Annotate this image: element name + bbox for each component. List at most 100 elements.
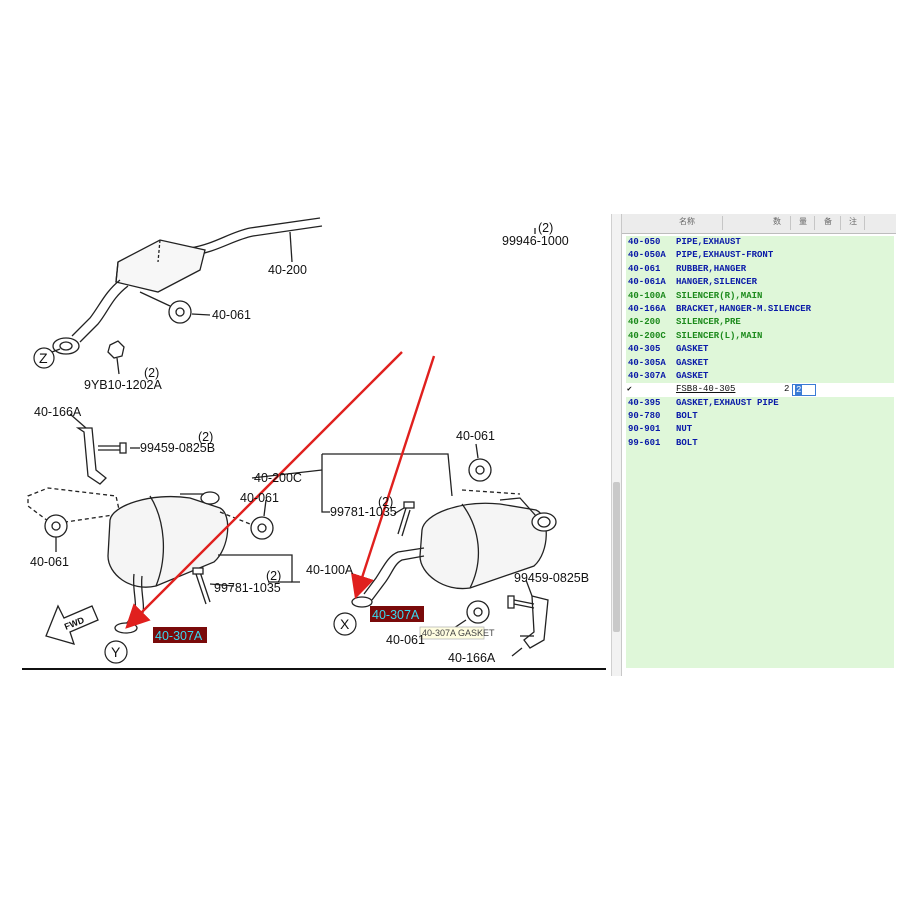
part-callout-40-307a-left[interactable]: 40-307A	[155, 629, 203, 643]
parts-list-panel: 名称 数 量 备 注 40-050 PIPE,EXHAUST 40-050A PIP…	[621, 214, 896, 676]
label-40-061-c[interactable]: 40-061	[240, 491, 279, 505]
header-name[interactable]: 名称	[652, 216, 723, 230]
part-name: BOLT	[676, 437, 698, 448]
label-view-y: Y	[111, 644, 121, 660]
part-name: GASKET	[676, 357, 709, 368]
pre-silencer-assembly	[51, 217, 536, 375]
parts-edit-row[interactable]: ✔ FSB8-40-305 2 2	[626, 383, 894, 397]
parts-row[interactable]: 40-166A BRACKET,HANGER-M.SILENCER	[626, 302, 894, 317]
tooltip-box	[419, 626, 485, 640]
part-code: 40-050A	[628, 250, 666, 261]
header-remark-b[interactable]: 注	[842, 216, 865, 230]
part-name: SILENCER,PRE	[676, 317, 741, 328]
label-40-166a-b[interactable]: 40-166A	[448, 651, 496, 665]
part-callout-40-307a-right[interactable]: 40-307A	[372, 608, 420, 622]
label-qty-99459a[interactable]: (2)	[198, 430, 213, 444]
label-40-061-d[interactable]: 40-061	[30, 555, 69, 569]
part-code: 40-166A	[628, 303, 666, 314]
parts-list-background	[626, 450, 894, 668]
scroll-thumb[interactable]	[613, 482, 620, 632]
parts-row[interactable]: 40-200 SILENCER,PRE	[626, 316, 894, 330]
label-40-061-e[interactable]: 40-061	[386, 633, 425, 647]
parts-row[interactable]: 40-200C SILENCER(L),MAIN	[626, 329, 894, 344]
tooltip-text: 40-307A GASKET	[422, 628, 495, 638]
parts-row[interactable]: 40-305A GASKET	[626, 356, 894, 370]
parts-row[interactable]: 40-100A SILENCER(R),MAIN	[626, 289, 894, 303]
highlight-box-right[interactable]	[370, 606, 424, 622]
label-9yb10-1202a[interactable]: 9YB10-1202A	[84, 378, 163, 392]
parts-list-scrollbar[interactable]	[611, 214, 622, 676]
part-code: 40-200C	[628, 330, 666, 341]
part-quantity: 2	[784, 384, 790, 395]
part-code: 40-305A	[628, 357, 666, 368]
label-99459-0825b-b[interactable]: 99459-0825B	[514, 571, 589, 585]
label-qty-9yb[interactable]: (2)	[144, 366, 159, 380]
header-qty-a[interactable]: 数	[764, 216, 791, 230]
label-99946-1000[interactable]: 99946-1000	[502, 234, 569, 248]
parts-row[interactable]: 40-305 GASKET	[626, 343, 894, 357]
label-40-200c[interactable]: 40-200C	[254, 471, 302, 485]
label-40-061-a[interactable]: 40-061	[212, 308, 251, 322]
part-code: 40-305	[628, 344, 661, 355]
label-qty-99781a[interactable]: (2)	[378, 495, 393, 509]
part-code: 40-200	[628, 317, 661, 328]
view-circle-y	[104, 640, 128, 664]
row-checkbox-icon[interactable]: ✔	[627, 385, 632, 395]
quantity-input[interactable]: 2	[792, 384, 816, 397]
parts-row[interactable]: 40-395 GASKET,EXHAUST PIPE	[626, 396, 894, 411]
label-qty-top[interactable]: (2)	[538, 221, 553, 235]
part-name: SILENCER(L),MAIN	[676, 330, 763, 341]
part-number: FSB8-40-305	[676, 384, 736, 395]
parts-row[interactable]: 90-901 NUT	[626, 423, 894, 437]
main-silencer-left-assembly	[251, 443, 557, 657]
part-name: SILENCER(R),MAIN	[676, 290, 763, 301]
part-name: GASKET,EXHAUST PIPE	[676, 397, 779, 408]
quantity-input-value: 2	[795, 385, 803, 396]
part-name: BRACKET,HANGER-M.SILENCER	[676, 303, 812, 314]
label-99781-1035-b[interactable]: 99781-1035	[214, 581, 281, 595]
parts-row[interactable]: 40-307A GASKET	[626, 369, 894, 384]
parts-row[interactable]: 40-061A HANGER,SILENCER	[626, 276, 894, 290]
part-code: 90-901	[628, 424, 661, 435]
label-40-100a[interactable]: 40-100A	[306, 563, 354, 577]
part-name: BOLT	[676, 411, 698, 422]
label-40-200[interactable]: 40-200	[268, 263, 307, 277]
label-40-061-b[interactable]: 40-061	[456, 429, 495, 443]
part-code: 90-780	[628, 411, 661, 422]
parts-list-rows: 40-050 PIPE,EXHAUST 40-050A PIPE,EXHAUST-F…	[626, 236, 894, 451]
part-code: 40-050	[628, 237, 661, 247]
red-arrows	[125, 351, 436, 629]
view-circle-x	[333, 612, 357, 636]
parts-row[interactable]: 99-601 BOLT	[626, 436, 894, 451]
parts-row[interactable]: 40-050 PIPE,EXHAUST	[626, 236, 894, 250]
part-name: GASKET	[676, 344, 709, 355]
label-99459-0825b-a[interactable]: 99459-0825B	[140, 441, 215, 455]
view-circle-z	[33, 347, 55, 369]
part-name: NUT	[676, 424, 693, 435]
part-code: 40-100A	[628, 290, 666, 301]
label-view-z: Z	[39, 350, 48, 366]
label-40-166a-a[interactable]: 40-166A	[34, 405, 82, 419]
part-code: 40-061	[628, 263, 661, 274]
part-code: 40-307A	[628, 370, 666, 381]
label-99781-1035-a[interactable]: 99781-1035	[330, 505, 397, 519]
header-remark-a[interactable]: 备	[816, 216, 841, 230]
part-name: GASKET	[676, 370, 709, 381]
label-qty-99781b[interactable]: (2)	[266, 569, 281, 583]
part-name: HANGER,SILENCER	[676, 277, 758, 288]
label-view-x: X	[340, 616, 350, 632]
parts-row[interactable]: 40-061 RUBBER,HANGER	[626, 262, 894, 277]
parts-row[interactable]: 40-050A PIPE,EXHAUST-FRONT	[626, 249, 894, 263]
part-code: 40-061A	[628, 277, 666, 288]
part-code: 99-601	[628, 437, 661, 448]
header-qty-b[interactable]: 量	[792, 216, 815, 230]
part-name: RUBBER,HANGER	[676, 263, 747, 274]
forward-arrow-icon	[45, 604, 99, 645]
parts-list-header: 名称 数 量 备 注	[622, 214, 896, 234]
part-name: PIPE,EXHAUST-FRONT	[676, 250, 774, 261]
part-code: 40-395	[628, 397, 661, 408]
part-name: PIPE,EXHAUST	[676, 237, 741, 247]
parts-row[interactable]: 90-780 BOLT	[626, 410, 894, 424]
highlight-box-left[interactable]	[153, 627, 207, 643]
